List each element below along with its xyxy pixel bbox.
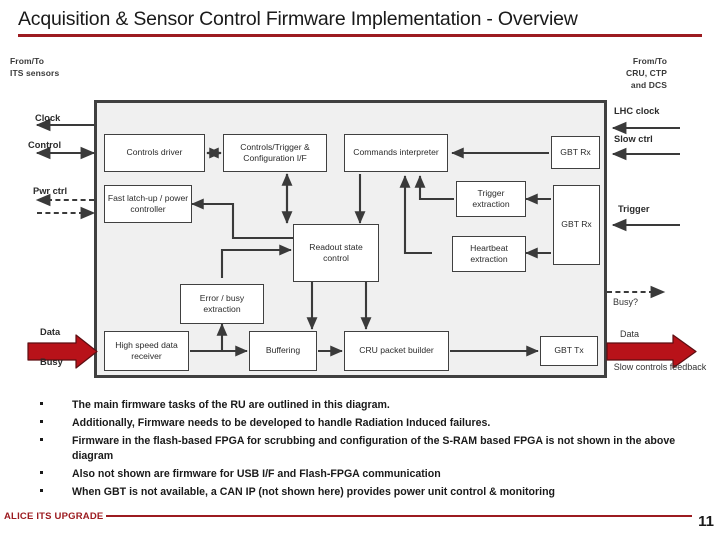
block-gbt-rx-top[interactable]: GBT Rx (551, 136, 600, 169)
signal-label-data-in: Data (40, 327, 61, 337)
block-buffering[interactable]: Buffering (249, 331, 317, 371)
block-readout-state-control-label: Readout state control (309, 241, 363, 264)
signal-label-slow-controls-feedback: Slow controls feedback (613, 362, 707, 372)
bullet-text: The main firmware tasks of the RU are ou… (72, 399, 390, 411)
block-trigger-extraction[interactable]: Trigger extraction (456, 181, 526, 217)
title-underline (18, 34, 702, 37)
caption-cru-line3: and DCS (630, 80, 667, 90)
footer-brand: ALICE ITS UPGRADE (4, 511, 104, 522)
block-heartbeat-extraction-label: Heartbeat extraction (470, 242, 508, 265)
bullet-text: When GBT is not available, a CAN IP (not… (72, 485, 556, 498)
page-title: Acquisition & Sensor Control Firmware Im… (18, 8, 578, 30)
bullet-marker-icon (40, 470, 43, 474)
bullet-list: The main firmware tasks of the RU are ou… (34, 398, 694, 503)
block-readout-state-control[interactable]: Readout state control (293, 224, 379, 282)
signal-label-control: Control (28, 140, 62, 150)
signal-label-slow-ctrl: Slow ctrl (614, 134, 653, 144)
block-controls-trigger-config-if-label: Controls/Trigger & Configuration I/F (240, 141, 310, 164)
block-commands-interpreter[interactable]: Commands interpreter (344, 134, 448, 172)
page-number: 11 (698, 513, 714, 530)
block-high-speed-data-receiver[interactable]: High speed data receiver (104, 331, 189, 371)
bullet-text: Additionally, Firmware needs to be devel… (72, 417, 491, 429)
block-commands-interpreter-label: Commands interpreter (353, 147, 439, 158)
bullet-item: Also not shown are firmware for USB I/F … (34, 467, 694, 482)
block-controls-trigger-config-if[interactable]: Controls/Trigger & Configuration I/F (223, 134, 327, 172)
bullet-text: Firmware in the flash-based FPGA for scr… (72, 435, 676, 462)
bullet-item: Firmware in the flash-based FPGA for scr… (34, 434, 694, 463)
bullet-marker-icon (40, 438, 43, 441)
signal-label-lhc-clock: LHC clock (614, 106, 660, 116)
block-controls-driver-label: Controls driver (126, 147, 183, 158)
bullet-item: When GBT is not available, a CAN IP (not… (34, 485, 694, 500)
block-heartbeat-extraction[interactable]: Heartbeat extraction (452, 236, 526, 272)
block-gbt-tx[interactable]: GBT Tx (540, 336, 598, 366)
caption-cru-line2: CRU, CTP (626, 68, 667, 78)
signal-label-busy-in: Busy (40, 357, 63, 367)
block-cru-packet-builder[interactable]: CRU packet builder (344, 331, 449, 371)
caption-its-sensors: From/To ITS sensors (10, 55, 59, 79)
bullet-marker-icon (40, 488, 43, 492)
block-fast-latchup-power-controller[interactable]: Fast latch-up / power controller (104, 185, 192, 223)
block-gbt-rx-top-label: GBT Rx (560, 146, 591, 157)
signal-label-busy-query: Busy? (613, 297, 639, 307)
block-gbt-rx-bottom-label: GBT Rx (561, 219, 592, 230)
bullet-marker-icon (40, 420, 43, 423)
caption-cru-ctp-dcs: From/To CRU, CTP and DCS (626, 55, 667, 91)
signal-label-trigger: Trigger (618, 204, 650, 214)
bullet-item: The main firmware tasks of the RU are ou… (34, 398, 694, 413)
footer-rule (106, 514, 692, 517)
block-buffering-label: Buffering (265, 345, 301, 356)
caption-its-sensors-line1: From/To (10, 56, 45, 66)
block-high-speed-data-receiver-label: High speed data receiver (115, 339, 178, 362)
block-trigger-extraction-label: Trigger extraction (472, 187, 510, 210)
block-controls-driver[interactable]: Controls driver (104, 134, 205, 172)
signal-label-pwr-ctrl: Pwr ctrl (33, 186, 68, 196)
caption-cru-line1: From/To (632, 56, 667, 66)
block-cru-packet-builder-label: CRU packet builder (359, 345, 434, 356)
block-fast-latchup-power-controller-label: Fast latch-up / power controller (107, 192, 189, 215)
caption-its-sensors-line2: ITS sensors (10, 68, 60, 78)
signal-label-clock: Clock (35, 113, 61, 123)
bullet-marker-icon (40, 402, 43, 405)
block-error-busy-extraction-label: Error / busy extraction (199, 292, 245, 315)
bullet-item: Additionally, Firmware needs to be devel… (34, 416, 694, 431)
block-gbt-tx-label: GBT Tx (554, 345, 584, 356)
bullet-text: Also not shown are firmware for USB I/F … (72, 467, 441, 480)
block-gbt-rx-bottom[interactable]: GBT Rx (553, 185, 600, 265)
block-error-busy-extraction[interactable]: Error / busy extraction (180, 284, 264, 324)
signal-label-data-out: Data (620, 329, 640, 339)
